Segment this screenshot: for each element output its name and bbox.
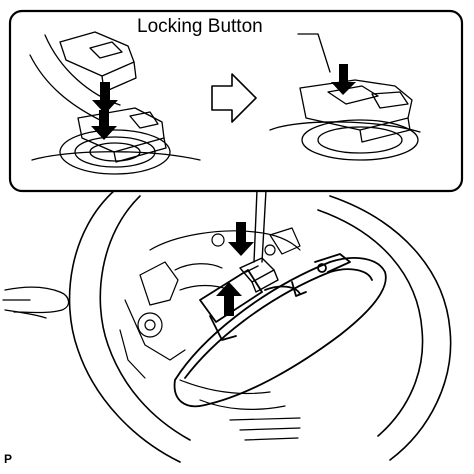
down-arrow-icon bbox=[331, 64, 356, 95]
locking-button-label: Locking Button bbox=[137, 16, 263, 37]
hand bbox=[2, 286, 70, 319]
figure-reference-code: P bbox=[4, 452, 13, 466]
right-subview bbox=[269, 79, 421, 161]
locking-button-leader bbox=[297, 33, 331, 73]
down-arrow-icon bbox=[228, 222, 254, 256]
transition-arrow-icon bbox=[211, 73, 257, 123]
down-arrow-icon bbox=[92, 82, 118, 114]
steering-wheel-rim bbox=[68, 189, 452, 463]
airbag-assembly bbox=[173, 253, 387, 408]
steering-column-internals bbox=[119, 227, 301, 441]
down-arrow-icon bbox=[91, 110, 117, 140]
up-arrow-icon bbox=[216, 282, 242, 316]
callout-leader-line bbox=[253, 189, 267, 263]
